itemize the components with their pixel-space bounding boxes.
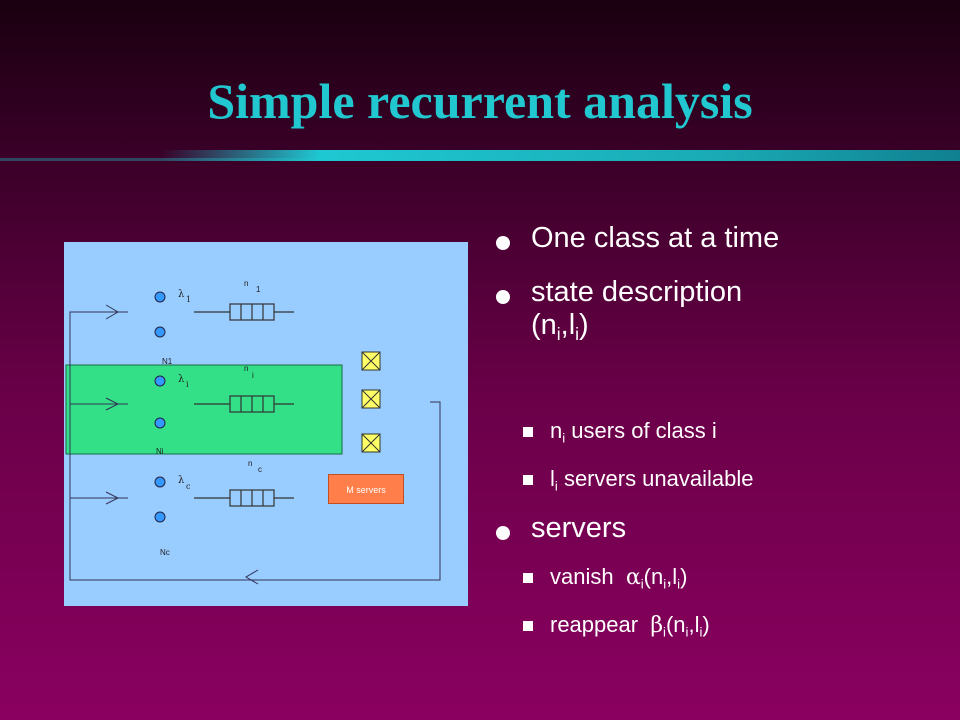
sub-bullet-square <box>523 475 533 485</box>
lambda-1-sub: 1 <box>186 295 191 304</box>
title-underline <box>160 150 960 161</box>
sub-bullet-text: ni users of class i <box>550 418 717 446</box>
N1-label: N1 <box>162 357 173 366</box>
m-servers-box: M servers <box>328 474 404 504</box>
lambda-i-label: λ <box>178 374 185 385</box>
node-cb <box>154 511 166 523</box>
Ni-label: Ni <box>156 447 164 456</box>
n1-sub: 1 <box>256 285 261 294</box>
server-3 <box>361 433 381 453</box>
arrow-in-i <box>105 397 120 411</box>
ni-label: n <box>244 364 248 373</box>
bullet-dot <box>496 290 510 304</box>
queue-1 <box>194 303 294 321</box>
sub-bullet-text: reappear βi(ni,li) <box>550 612 710 640</box>
server-2 <box>361 389 381 409</box>
feedback-loop <box>69 311 441 581</box>
queue-i <box>194 395 294 413</box>
bullet-text: One class at a time <box>531 222 780 254</box>
sub-bullet-text: li servers unavailable <box>550 466 754 494</box>
arrow-return <box>245 569 259 585</box>
arrow-in-c <box>105 491 120 505</box>
node-1b <box>154 326 166 338</box>
node-ib <box>154 417 166 429</box>
bullet-text: state description (ni,li) <box>531 276 743 345</box>
diagram-svg: λ 1 λ i λ c n 1 n i n c N1 Ni Nc <box>65 279 441 585</box>
lambda-c-sub: c <box>186 482 191 491</box>
lambda-c-label: λ <box>178 475 185 486</box>
sub-bullet-square <box>523 427 533 437</box>
sub-bullet-text: vanish αi(ni,li) <box>550 564 688 592</box>
sub-bullet-square <box>523 621 533 631</box>
sub-bullet-square <box>523 573 533 583</box>
slide-title: Simple recurrent analysis <box>207 73 753 129</box>
lambda-i-sub: i <box>186 380 189 389</box>
arrow-in-1 <box>105 304 119 320</box>
Nc-label: Nc <box>160 548 170 557</box>
node-ia <box>154 375 166 387</box>
bullet-dot <box>496 236 510 250</box>
class-i-highlight <box>65 364 343 455</box>
ni-sub: i <box>252 371 254 380</box>
lambda-1-label: λ <box>178 289 185 300</box>
bullet-text: servers <box>531 512 627 544</box>
n1-label: n <box>244 279 248 288</box>
bullet-dot <box>496 526 510 540</box>
nc-label: n <box>248 459 252 468</box>
server-1 <box>361 351 381 371</box>
queueing-diagram: λ 1 λ i λ c n 1 n i n c N1 Ni Nc M serve… <box>64 242 468 606</box>
nc-sub: c <box>258 465 262 474</box>
node-1a <box>154 291 166 303</box>
queue-c <box>194 489 294 507</box>
node-ca <box>154 476 166 488</box>
